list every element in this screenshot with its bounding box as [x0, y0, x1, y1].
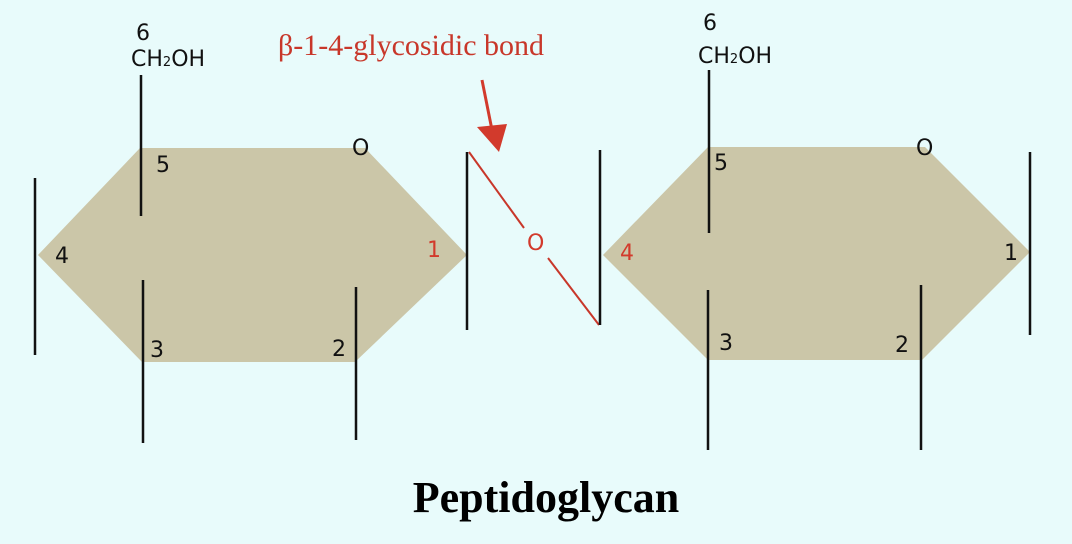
- left-c1-label: 1: [427, 238, 441, 263]
- linkage-bond-lower: [547, 257, 600, 326]
- right-ring-oxygen-label: O: [916, 136, 933, 161]
- left-c2-label: 2: [332, 337, 346, 362]
- left-sugar-ring: 6 CH2OH 5 O 4 1 3 2: [33, 21, 469, 443]
- left-ring-oxygen-label: O: [352, 136, 369, 161]
- right-ring-hexagon: [603, 147, 1030, 360]
- glycosidic-linkage: O β-1-4-glycosidic bond: [278, 29, 602, 326]
- right-c3-label: 3: [719, 331, 733, 356]
- glycosidic-bond-label: β-1-4-glycosidic bond: [278, 29, 544, 62]
- right-carbon6-label: 6: [703, 11, 717, 36]
- right-sugar-ring: 6 CH2OH 5 O 4 1 3 2: [603, 11, 1032, 450]
- right-c2-label: 2: [895, 333, 909, 358]
- bond-pointer-arrowhead: [477, 124, 507, 152]
- diagram-title: Peptidoglycan: [413, 473, 679, 522]
- left-c3-label: 3: [150, 338, 164, 363]
- left-c5-label: 5: [156, 153, 170, 178]
- left-c4-label: 4: [55, 244, 69, 269]
- left-carbon6-label: 6: [136, 21, 150, 46]
- left-ring-hexagon: [38, 148, 467, 362]
- linking-oxygen-label: O: [527, 231, 544, 256]
- bond-pointer-line: [480, 79, 494, 131]
- right-c1-label: 1: [1004, 241, 1018, 266]
- left-ch2oh-label: CH2OH: [131, 47, 205, 72]
- right-ch2oh-label: CH2OH: [698, 44, 772, 69]
- linkage-bond-upper: [468, 151, 525, 229]
- right-c5-label: 5: [714, 151, 728, 176]
- right-c4-label: 4: [620, 241, 634, 266]
